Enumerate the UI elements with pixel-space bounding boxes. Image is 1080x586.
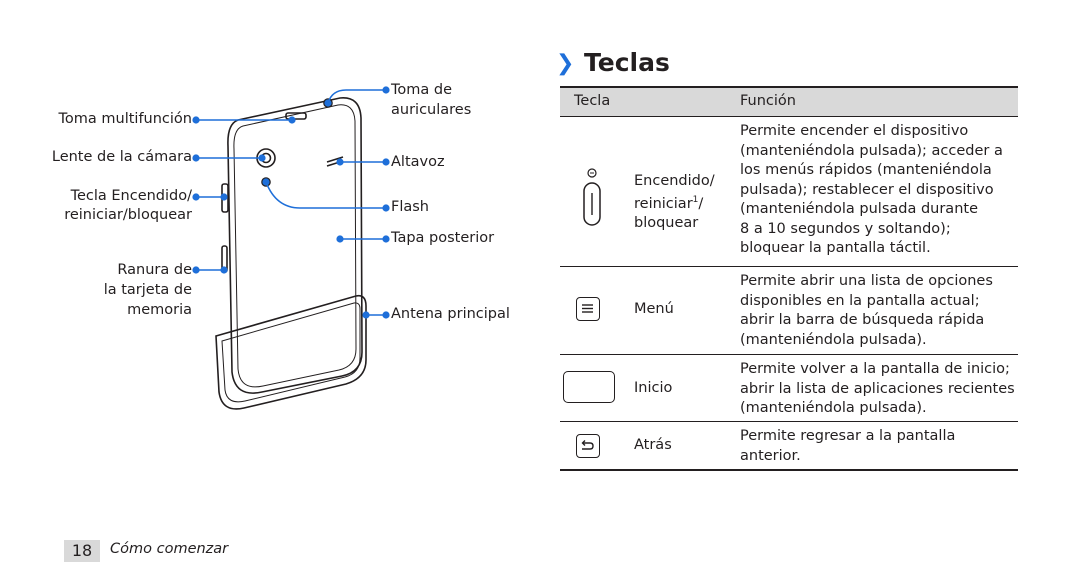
section-arrow-icon: ❯: [556, 51, 575, 76]
label-altavoz: Altavoz: [391, 154, 445, 170]
header-function: Función: [740, 93, 796, 109]
chapter-title: Cómo comenzar: [110, 541, 229, 557]
label-toma-multifuncion: Toma multifunción: [58, 111, 193, 127]
table-row: Atrás Permite regresar a la pantalla ant…: [560, 422, 1018, 471]
label-ranura-3: memoria: [127, 302, 192, 318]
key-name-inicio: Inicio: [634, 380, 673, 396]
label-ranura-1: Ranura de: [117, 262, 192, 278]
keys-table: Tecla Función Encendido/ reiniciar1/ blo…: [560, 86, 1018, 471]
back-key-icon: [576, 434, 600, 458]
table-row: Inicio Permite volver a la pantalla de i…: [560, 355, 1018, 422]
key-desc-atras: Permite regresar a la pantalla anterior.: [740, 428, 956, 464]
label-tecla-encendido-2: reiniciar/bloquear: [64, 207, 192, 223]
label-toma-auriculares-2: auriculares: [391, 102, 472, 118]
key-name-menu: Menú: [634, 301, 674, 317]
label-tecla-encendido: Tecla Encendido/: [70, 188, 192, 204]
table-header: Tecla Función: [560, 86, 1018, 117]
power-key-icon: [560, 117, 630, 266]
label-flash: Flash: [391, 199, 429, 215]
label-toma-auriculares-1: Toma de: [391, 82, 453, 98]
key-desc-inicio: Permite volver a la pantalla de inicio; …: [740, 361, 1015, 416]
label-antena: Antena principal: [391, 306, 510, 322]
key-name-encendido: Encendido/ reiniciar1/ bloquear: [634, 173, 715, 231]
label-tapa-posterior: Tapa posterior: [391, 230, 495, 246]
header-key: Tecla: [574, 93, 611, 109]
phone-body: [215, 97, 367, 410]
table-row: Encendido/ reiniciar1/ bloquear Permite …: [560, 117, 1018, 267]
section-title: Teclas: [584, 48, 670, 77]
key-name-atras: Atrás: [634, 437, 672, 453]
home-key-icon: [563, 371, 615, 403]
menu-key-icon: [576, 297, 600, 321]
label-ranura-2: la tarjeta de: [103, 282, 192, 298]
phone-back-diagram: [192, 86, 390, 410]
key-desc-menu: Permite abrir una lista de opciones disp…: [740, 273, 993, 348]
table-row: Menú Permite abrir una lista de opciones…: [560, 267, 1018, 355]
key-desc-encendido: Permite encender el dispositivo (manteni…: [740, 123, 1003, 256]
label-lente-camara: Lente de la cámara: [51, 149, 192, 165]
page-number: 18: [64, 540, 100, 562]
leader-lines: [192, 86, 390, 319]
